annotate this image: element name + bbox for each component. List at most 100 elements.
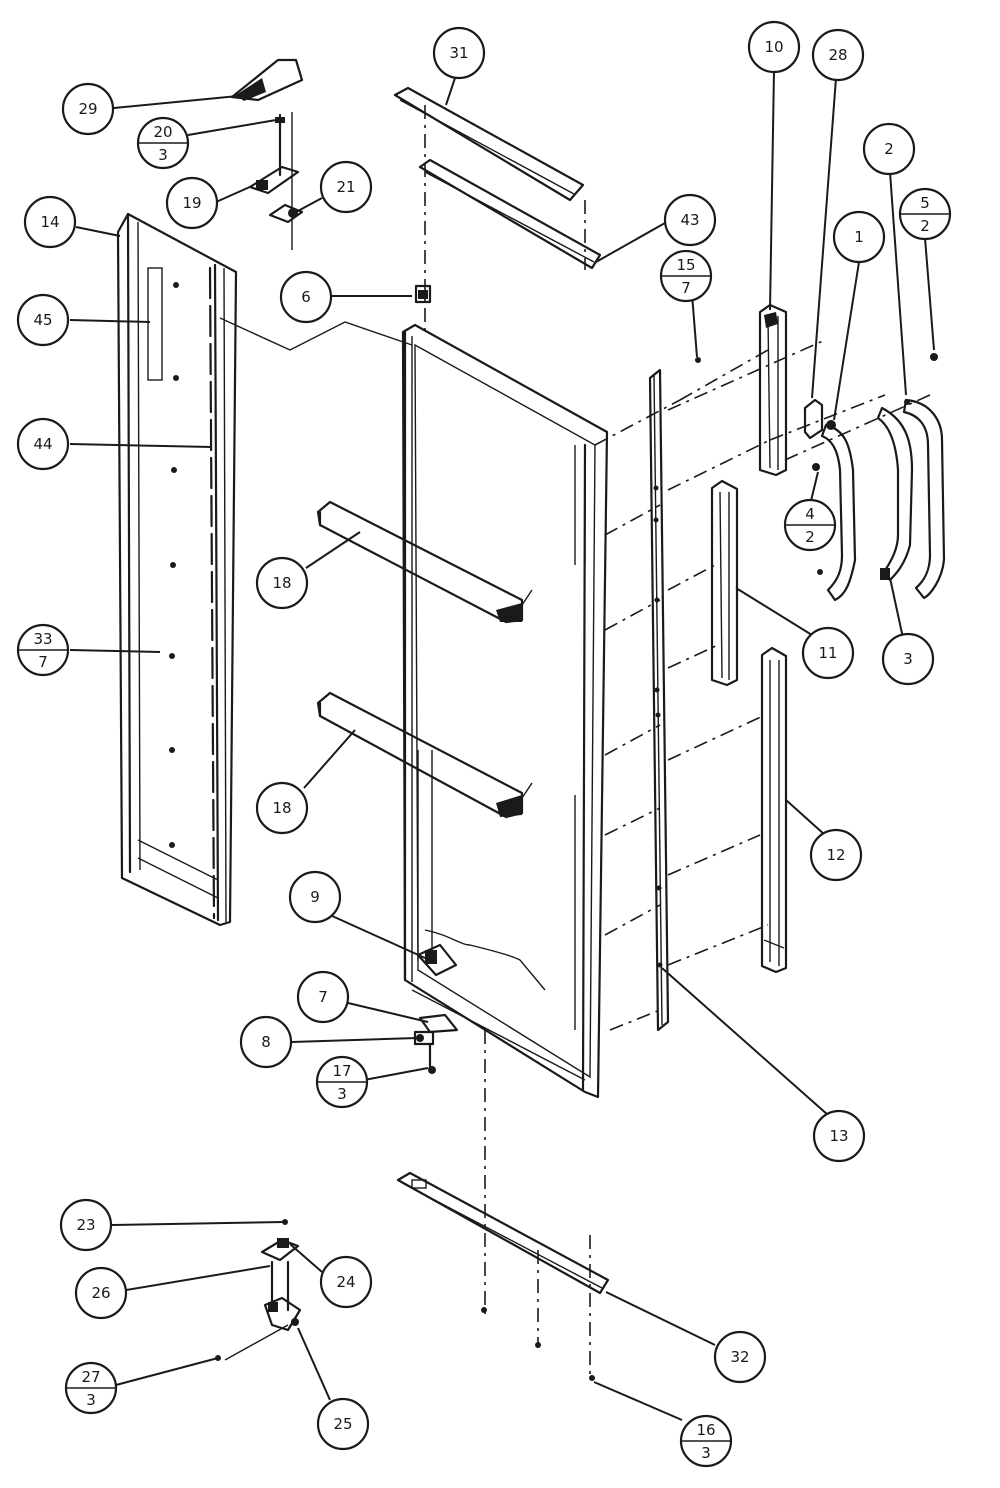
callout-1: 1 xyxy=(832,210,886,264)
callout-15-7: 15 7 xyxy=(659,249,713,303)
callout-19: 19 xyxy=(165,176,219,230)
callout-7: 7 xyxy=(296,970,350,1024)
svg-text:5: 5 xyxy=(920,194,930,212)
top-support-bar xyxy=(418,158,602,270)
handle-bracket-11 xyxy=(710,479,739,687)
callout-5-2: 5 2 xyxy=(898,187,952,241)
svg-text:21: 21 xyxy=(336,178,355,196)
hinge-screw-17 xyxy=(428,1043,436,1074)
leader-lines xyxy=(69,69,935,1421)
svg-text:15: 15 xyxy=(676,256,695,274)
svg-text:10: 10 xyxy=(764,38,783,56)
callout-28: 28 xyxy=(811,28,865,82)
callout-3: 3 xyxy=(881,632,935,686)
callout-27-3: 27 3 xyxy=(64,1361,118,1415)
svg-text:2: 2 xyxy=(884,140,894,158)
svg-text:31: 31 xyxy=(449,44,468,62)
svg-text:6: 6 xyxy=(301,288,311,306)
door-stop xyxy=(414,284,432,304)
callout-29: 29 xyxy=(61,82,115,136)
callout-6: 6 xyxy=(279,270,333,324)
hinge-washer-8 xyxy=(413,1030,435,1046)
callout-43: 43 xyxy=(663,193,717,247)
hinge-plate-7 xyxy=(418,1013,459,1034)
handle-bracket-10 xyxy=(758,303,788,477)
svg-text:26: 26 xyxy=(91,1284,110,1302)
svg-text:28: 28 xyxy=(828,46,847,64)
callout-16-3: 16 3 xyxy=(679,1414,733,1468)
handle-bracket-12 xyxy=(760,646,788,974)
svg-text:3: 3 xyxy=(158,146,168,164)
top-hinge-bracket xyxy=(230,58,304,102)
svg-text:43: 43 xyxy=(680,211,699,229)
svg-text:45: 45 xyxy=(33,311,52,329)
svg-text:2: 2 xyxy=(805,528,815,546)
svg-text:1: 1 xyxy=(854,228,864,246)
svg-text:8: 8 xyxy=(261,1033,271,1051)
callout-12: 12 xyxy=(809,828,863,882)
door-frame xyxy=(401,323,609,1099)
svg-text:18: 18 xyxy=(272,574,291,592)
screw-bottom-a xyxy=(481,1307,487,1313)
callout-23: 23 xyxy=(59,1198,113,1252)
screw-handle-bottom xyxy=(817,569,823,575)
svg-text:33: 33 xyxy=(33,630,52,648)
callout-2: 2 xyxy=(862,122,916,176)
door-panel-left xyxy=(116,212,238,927)
svg-text:2: 2 xyxy=(920,217,930,235)
svg-text:17: 17 xyxy=(332,1062,351,1080)
shelf-bracket-upper xyxy=(316,500,533,624)
callout-26: 26 xyxy=(74,1266,128,1320)
svg-text:3: 3 xyxy=(86,1391,96,1409)
callout-11: 11 xyxy=(801,626,855,680)
bottom-cover-strip xyxy=(396,1171,610,1295)
callout-45: 45 xyxy=(16,293,70,347)
callout-9: 9 xyxy=(288,870,342,924)
svg-text:23: 23 xyxy=(76,1216,95,1234)
door-handle xyxy=(820,420,857,602)
trim-connector-lines xyxy=(594,339,931,1031)
svg-text:3: 3 xyxy=(701,1444,711,1462)
callout-14: 14 xyxy=(23,195,77,249)
screw-bottom-c xyxy=(589,1375,595,1381)
callout-13: 13 xyxy=(812,1109,866,1163)
svg-text:7: 7 xyxy=(681,279,691,297)
callout-44: 44 xyxy=(16,417,70,471)
svg-text:14: 14 xyxy=(40,213,59,231)
svg-text:3: 3 xyxy=(337,1085,347,1103)
callout-18-lower: 18 xyxy=(255,781,309,835)
handle-outer-trim xyxy=(876,398,946,600)
callout-24: 24 xyxy=(319,1255,373,1309)
svg-text:4: 4 xyxy=(805,505,815,523)
door-trim-strip xyxy=(648,368,670,1032)
svg-text:18: 18 xyxy=(272,799,291,817)
callout-18-upper: 18 xyxy=(255,556,309,610)
callout-8: 8 xyxy=(239,1015,293,1069)
svg-text:13: 13 xyxy=(829,1127,848,1145)
svg-text:12: 12 xyxy=(826,846,845,864)
screw-15 xyxy=(695,357,701,363)
callout-21: 21 xyxy=(319,160,373,214)
callout-25: 25 xyxy=(316,1397,370,1451)
callout-20-3: 20 3 xyxy=(136,116,190,170)
svg-text:3: 3 xyxy=(903,650,913,668)
svg-text:29: 29 xyxy=(78,100,97,118)
svg-text:27: 27 xyxy=(81,1368,100,1386)
svg-text:16: 16 xyxy=(696,1421,715,1439)
bottom-hinge-assembly xyxy=(215,1219,302,1361)
callout-4-2: 4 2 xyxy=(783,498,837,552)
screw-bottom-b xyxy=(535,1342,541,1348)
svg-text:7: 7 xyxy=(318,988,328,1006)
svg-text:20: 20 xyxy=(153,123,172,141)
svg-text:24: 24 xyxy=(336,1273,355,1291)
screw-5 xyxy=(930,353,938,361)
callout-10: 10 xyxy=(747,20,801,74)
callout-32: 32 xyxy=(713,1330,767,1384)
svg-text:19: 19 xyxy=(182,194,201,212)
hinge-pin xyxy=(275,112,293,250)
panel-connector xyxy=(219,317,413,351)
hinge-bushing-21 xyxy=(268,203,304,224)
svg-text:9: 9 xyxy=(310,888,320,906)
svg-text:25: 25 xyxy=(333,1415,352,1433)
